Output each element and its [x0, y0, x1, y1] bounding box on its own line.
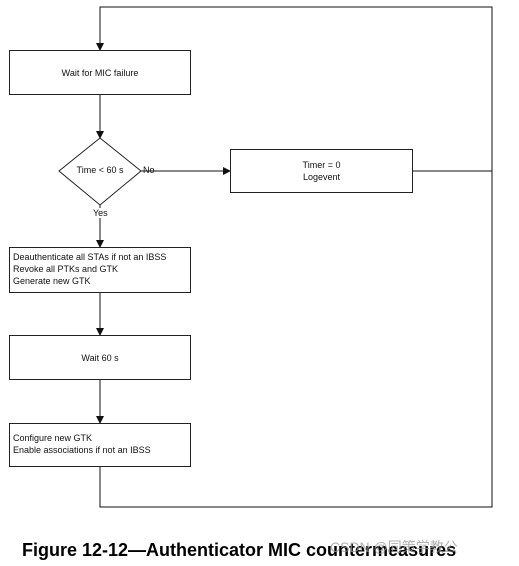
generate-line: Generate new GTK [13, 276, 91, 286]
decision-diamond [58, 137, 142, 206]
configure-line: Configure new GTK [13, 433, 93, 443]
edge-label-yes: Yes [92, 208, 109, 218]
decision-label: Time < 60 s [76, 165, 124, 175]
deauth-line: Deauthenticate all STAs if not an IBSS [13, 252, 167, 262]
enable-line: Enable associations if not an IBSS [13, 445, 151, 455]
edge-label-no: No [143, 165, 155, 175]
wait-mic-failure-label: Wait for MIC failure [61, 67, 139, 78]
deauth-box: Deauthenticate all STAs if not an IBSS R… [9, 247, 191, 293]
figure-caption: Figure 12-12—Authenticator MIC counterme… [22, 540, 457, 560]
wait-mic-failure-box: Wait for MIC failure [9, 50, 191, 95]
timer-line: Timer = 0 [302, 160, 341, 170]
configure-box: Configure new GTK Enable associations if… [9, 423, 191, 467]
revoke-line: Revoke all PTKs and GTK [13, 264, 119, 274]
logevent-line: Logevent [302, 172, 341, 182]
timer-logevent-box: Timer = 0 Logevent [230, 149, 413, 193]
wait-60s-label: Wait 60 s [81, 352, 119, 363]
watermark: CSDN @同策学教公 [330, 539, 458, 555]
wait-60s-box: Wait 60 s [9, 335, 191, 380]
